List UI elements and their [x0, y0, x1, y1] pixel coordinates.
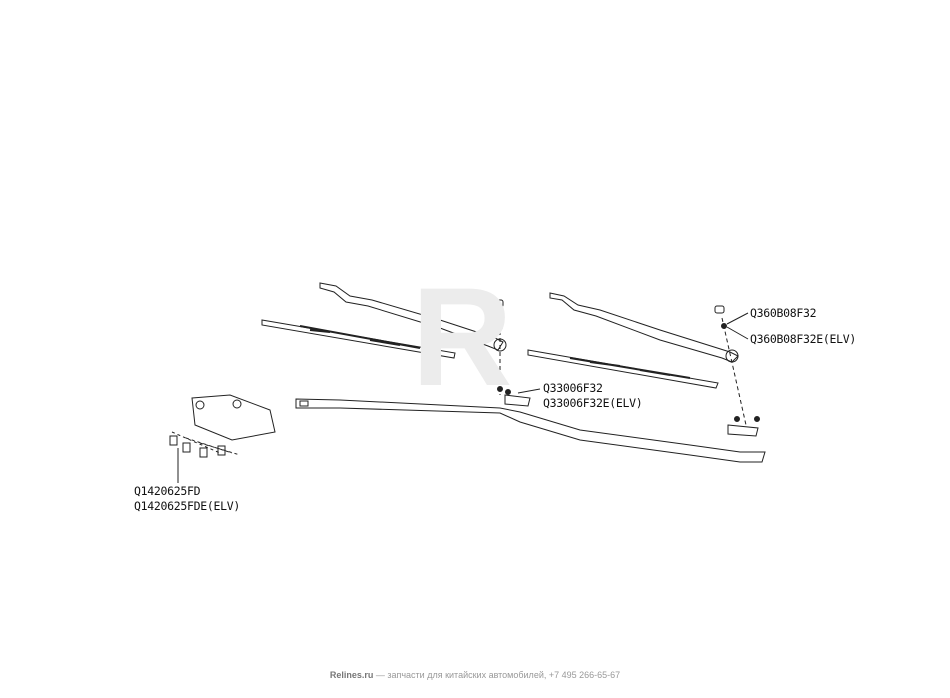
label-linkage-nut: Q33006F32 [543, 381, 603, 395]
wiper-motor [191, 394, 276, 441]
left-wiper-arm [319, 282, 504, 351]
label-motor-bolt-elv: Q1420625FDE(ELV) [134, 499, 240, 513]
footer-brand[interactable]: Relines.ru [329, 670, 374, 680]
motor-bolts [169, 435, 226, 458]
left-wiper-blade [261, 319, 456, 359]
label-motor-bolt: Q1420625FD [134, 484, 201, 498]
footer-text: — запчасти для китайских автомобилей, +7… [373, 670, 621, 680]
wiper-linkage [295, 398, 766, 463]
footer: Relines.ru — запчасти для китайских авто… [0, 670, 950, 680]
label-arm-nut: Q360B08F32 [750, 306, 817, 320]
label-arm-nut-elv: Q360B08F32E(ELV) [750, 332, 856, 346]
label-linkage-nut-elv: Q33006F32E(ELV) [543, 396, 643, 410]
right-wiper-arm [549, 292, 739, 363]
